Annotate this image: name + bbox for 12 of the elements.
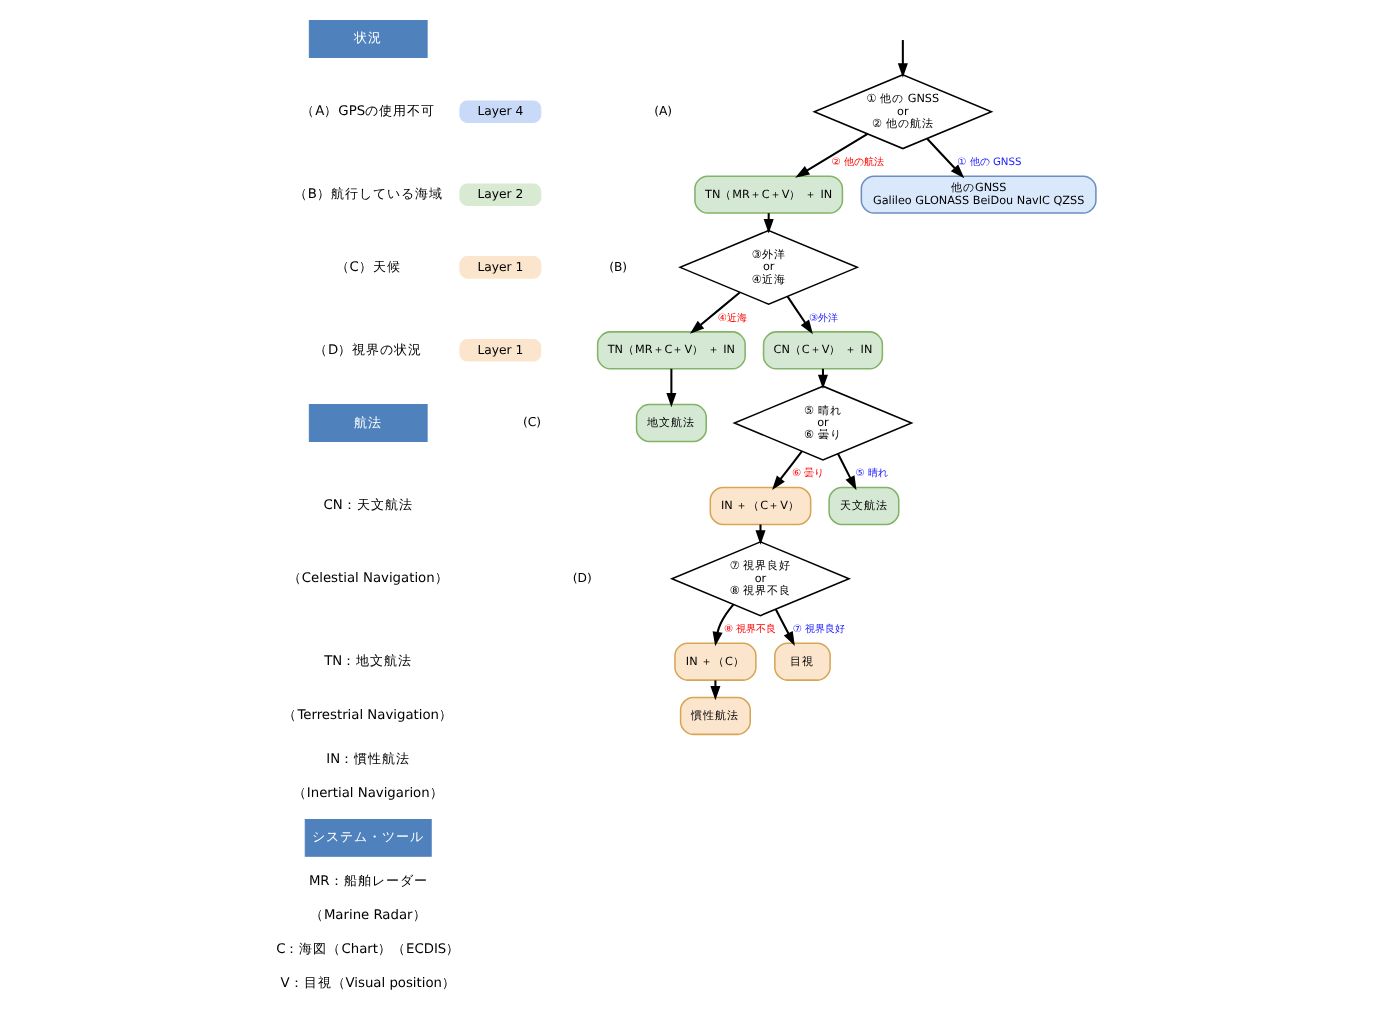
arrow — [772, 450, 803, 490]
arrow — [837, 453, 857, 491]
arrow — [926, 138, 965, 179]
arrow — [710, 680, 721, 701]
arrow — [786, 296, 813, 335]
arrow — [666, 368, 677, 408]
arrow — [774, 608, 795, 646]
arrow — [755, 524, 766, 545]
arrow — [795, 133, 869, 178]
arrow — [897, 40, 908, 78]
arrow — [712, 603, 735, 647]
arrow — [689, 291, 741, 334]
